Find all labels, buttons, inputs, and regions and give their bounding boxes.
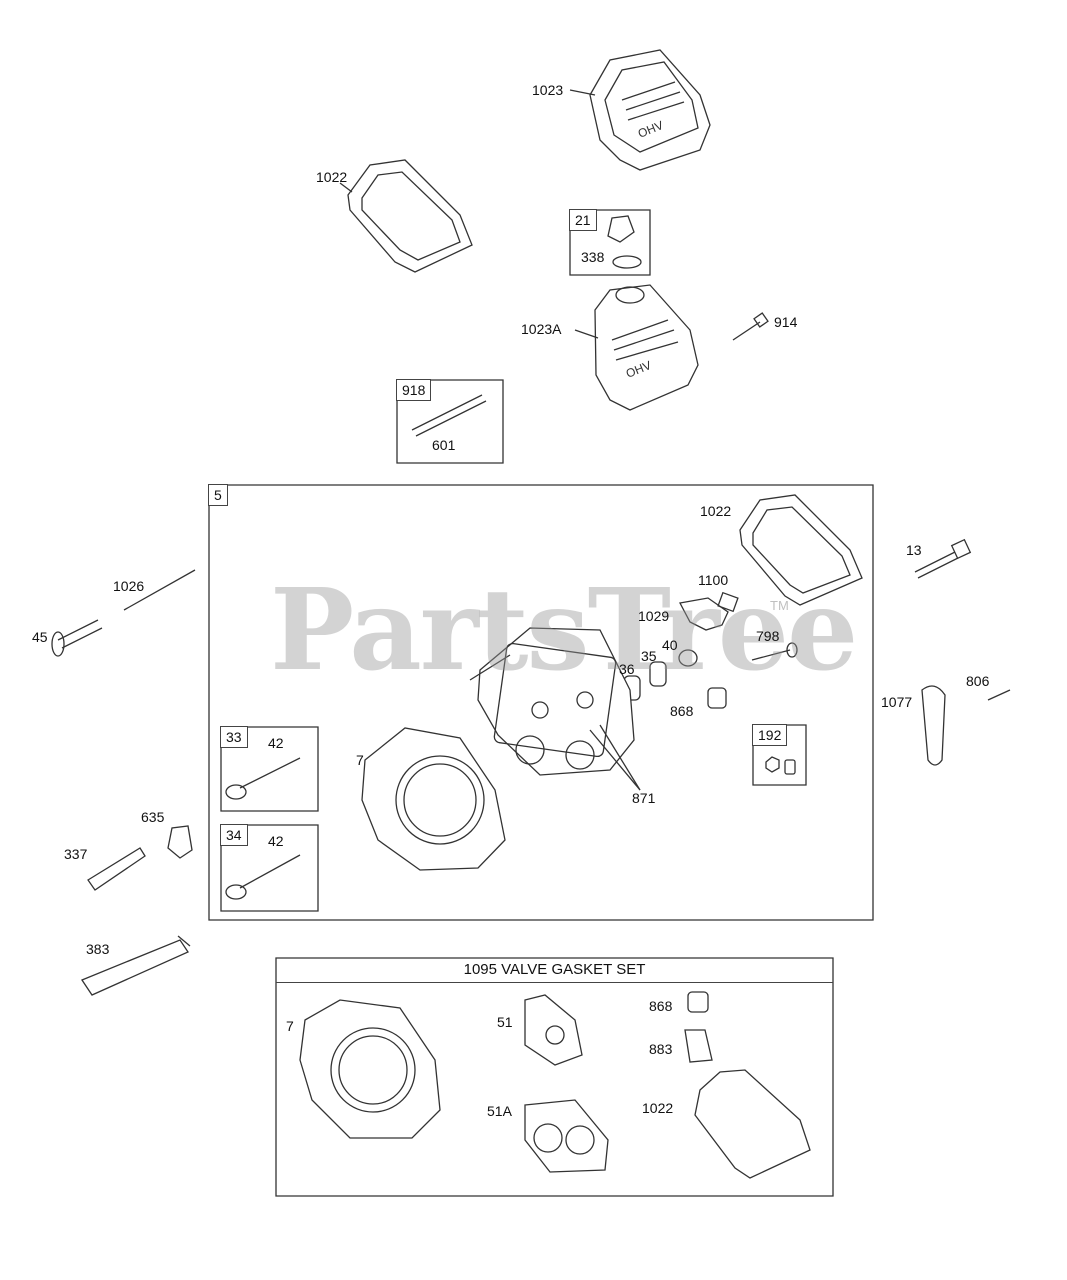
callout-868-head[interactable]: 868 <box>670 703 694 719</box>
callout-883[interactable]: 883 <box>649 1041 673 1057</box>
box-1095-valve-gasket-set: 1095 VALVE GASKET SET <box>276 958 833 1196</box>
valve-cover-1023-drawing: OHV <box>570 50 710 170</box>
pushrod-tube-drawing <box>397 380 503 463</box>
callout-601[interactable]: 601 <box>432 437 456 453</box>
callout-871[interactable]: 871 <box>632 790 656 806</box>
callout-1077[interactable]: 1077 <box>881 694 913 710</box>
oil-fill-cap-drawing <box>570 210 650 275</box>
callout-383[interactable]: 383 <box>86 941 110 957</box>
exhaust-valve-drawing <box>221 727 318 811</box>
bolt-914-drawing <box>733 313 768 340</box>
valve-cover-1023A-drawing: OHV <box>575 285 698 410</box>
callout-7-head[interactable]: 7 <box>356 752 364 768</box>
spark-plug-drawing <box>88 826 192 890</box>
callout-635[interactable]: 635 <box>141 809 165 825</box>
intake-valve-drawing <box>221 825 318 911</box>
callout-806[interactable]: 806 <box>966 673 990 689</box>
callout-1023A[interactable]: 1023A <box>521 321 562 337</box>
callout-42-b[interactable]: 42 <box>268 833 284 849</box>
tag-918[interactable]: 918 <box>396 379 432 401</box>
bolt-13-drawing <box>915 540 970 578</box>
callout-51[interactable]: 51 <box>497 1014 513 1030</box>
tag-34[interactable]: 34 <box>220 824 248 846</box>
gasket-set-box <box>276 958 833 1196</box>
callout-914[interactable]: 914 <box>774 314 798 330</box>
box-918: 918 <box>396 379 503 463</box>
head-gasket-7-drawing <box>362 728 505 870</box>
callout-1100[interactable]: 1100 <box>698 572 729 588</box>
tag-192[interactable]: 192 <box>752 724 788 746</box>
callout-45[interactable]: 45 <box>32 629 48 645</box>
callout-1022-head[interactable]: 1022 <box>700 503 732 519</box>
cylinder-head-assembly-box <box>209 485 873 920</box>
callout-35[interactable]: 35 <box>641 648 657 664</box>
tag-5[interactable]: 5 <box>208 484 228 506</box>
callout-1022-top[interactable]: 1022 <box>316 169 348 185</box>
box-34: 34 <box>220 824 318 911</box>
box-5: 5 <box>208 484 873 920</box>
callout-1022-set[interactable]: 1022 <box>642 1100 674 1116</box>
gasket-1022-head-drawing <box>740 495 862 605</box>
callout-51A[interactable]: 51A <box>487 1103 512 1119</box>
bracket-drawing <box>922 686 1010 765</box>
gasket-1022-top-drawing <box>340 160 472 272</box>
ignition-module-drawing <box>82 936 190 995</box>
gasket-set-title[interactable]: 1095 VALVE GASKET SET <box>276 958 833 983</box>
tag-21[interactable]: 21 <box>569 209 597 231</box>
trademark-mark: TM <box>770 598 789 613</box>
box-21: 21 <box>569 209 650 275</box>
callout-13[interactable]: 13 <box>906 542 922 558</box>
callout-36[interactable]: 36 <box>619 661 635 677</box>
partstree-watermark: PartsTree <box>270 565 858 696</box>
pushrod-and-tappet-drawing <box>52 570 195 656</box>
callout-337[interactable]: 337 <box>64 846 88 862</box>
callout-42-a[interactable]: 42 <box>268 735 284 751</box>
gasket-set-drawings <box>300 992 810 1178</box>
box-192: 192 <box>752 724 806 785</box>
callout-338[interactable]: 338 <box>581 249 605 265</box>
rocker-arm-drawing <box>680 593 738 630</box>
callout-7-set[interactable]: 7 <box>286 1018 294 1034</box>
box-33: 33 <box>220 726 318 811</box>
callout-868-set[interactable]: 868 <box>649 998 673 1014</box>
callout-1026[interactable]: 1026 <box>113 578 145 594</box>
tag-33[interactable]: 33 <box>220 726 248 748</box>
stud-798-drawing <box>752 643 797 660</box>
cylinder-head-drawing <box>470 628 640 790</box>
callout-1029[interactable]: 1029 <box>638 608 670 624</box>
callout-40[interactable]: 40 <box>662 637 678 653</box>
callout-1023[interactable]: 1023 <box>532 82 564 98</box>
callout-798[interactable]: 798 <box>756 628 780 644</box>
